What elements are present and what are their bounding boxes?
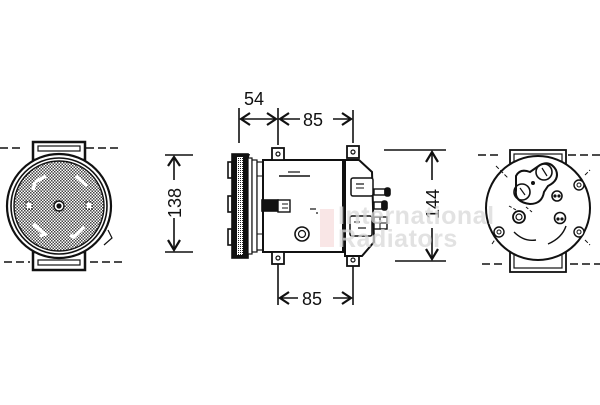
dimension-label-144: 144	[423, 188, 444, 220]
dimension-54	[239, 112, 278, 126]
dimension-138	[165, 154, 193, 253]
dimension-label-85-bottom: 85	[302, 289, 323, 309]
side-view	[227, 108, 391, 305]
rear-view	[478, 149, 600, 273]
dimension-85-bottom	[278, 291, 353, 305]
dimension-85-top	[278, 112, 353, 126]
dimension-144	[384, 149, 446, 262]
dimension-label-54: 54	[244, 89, 265, 109]
dimension-label-85-top: 85	[303, 110, 324, 130]
front-view	[0, 140, 122, 272]
dimension-label-138: 138	[165, 187, 186, 219]
